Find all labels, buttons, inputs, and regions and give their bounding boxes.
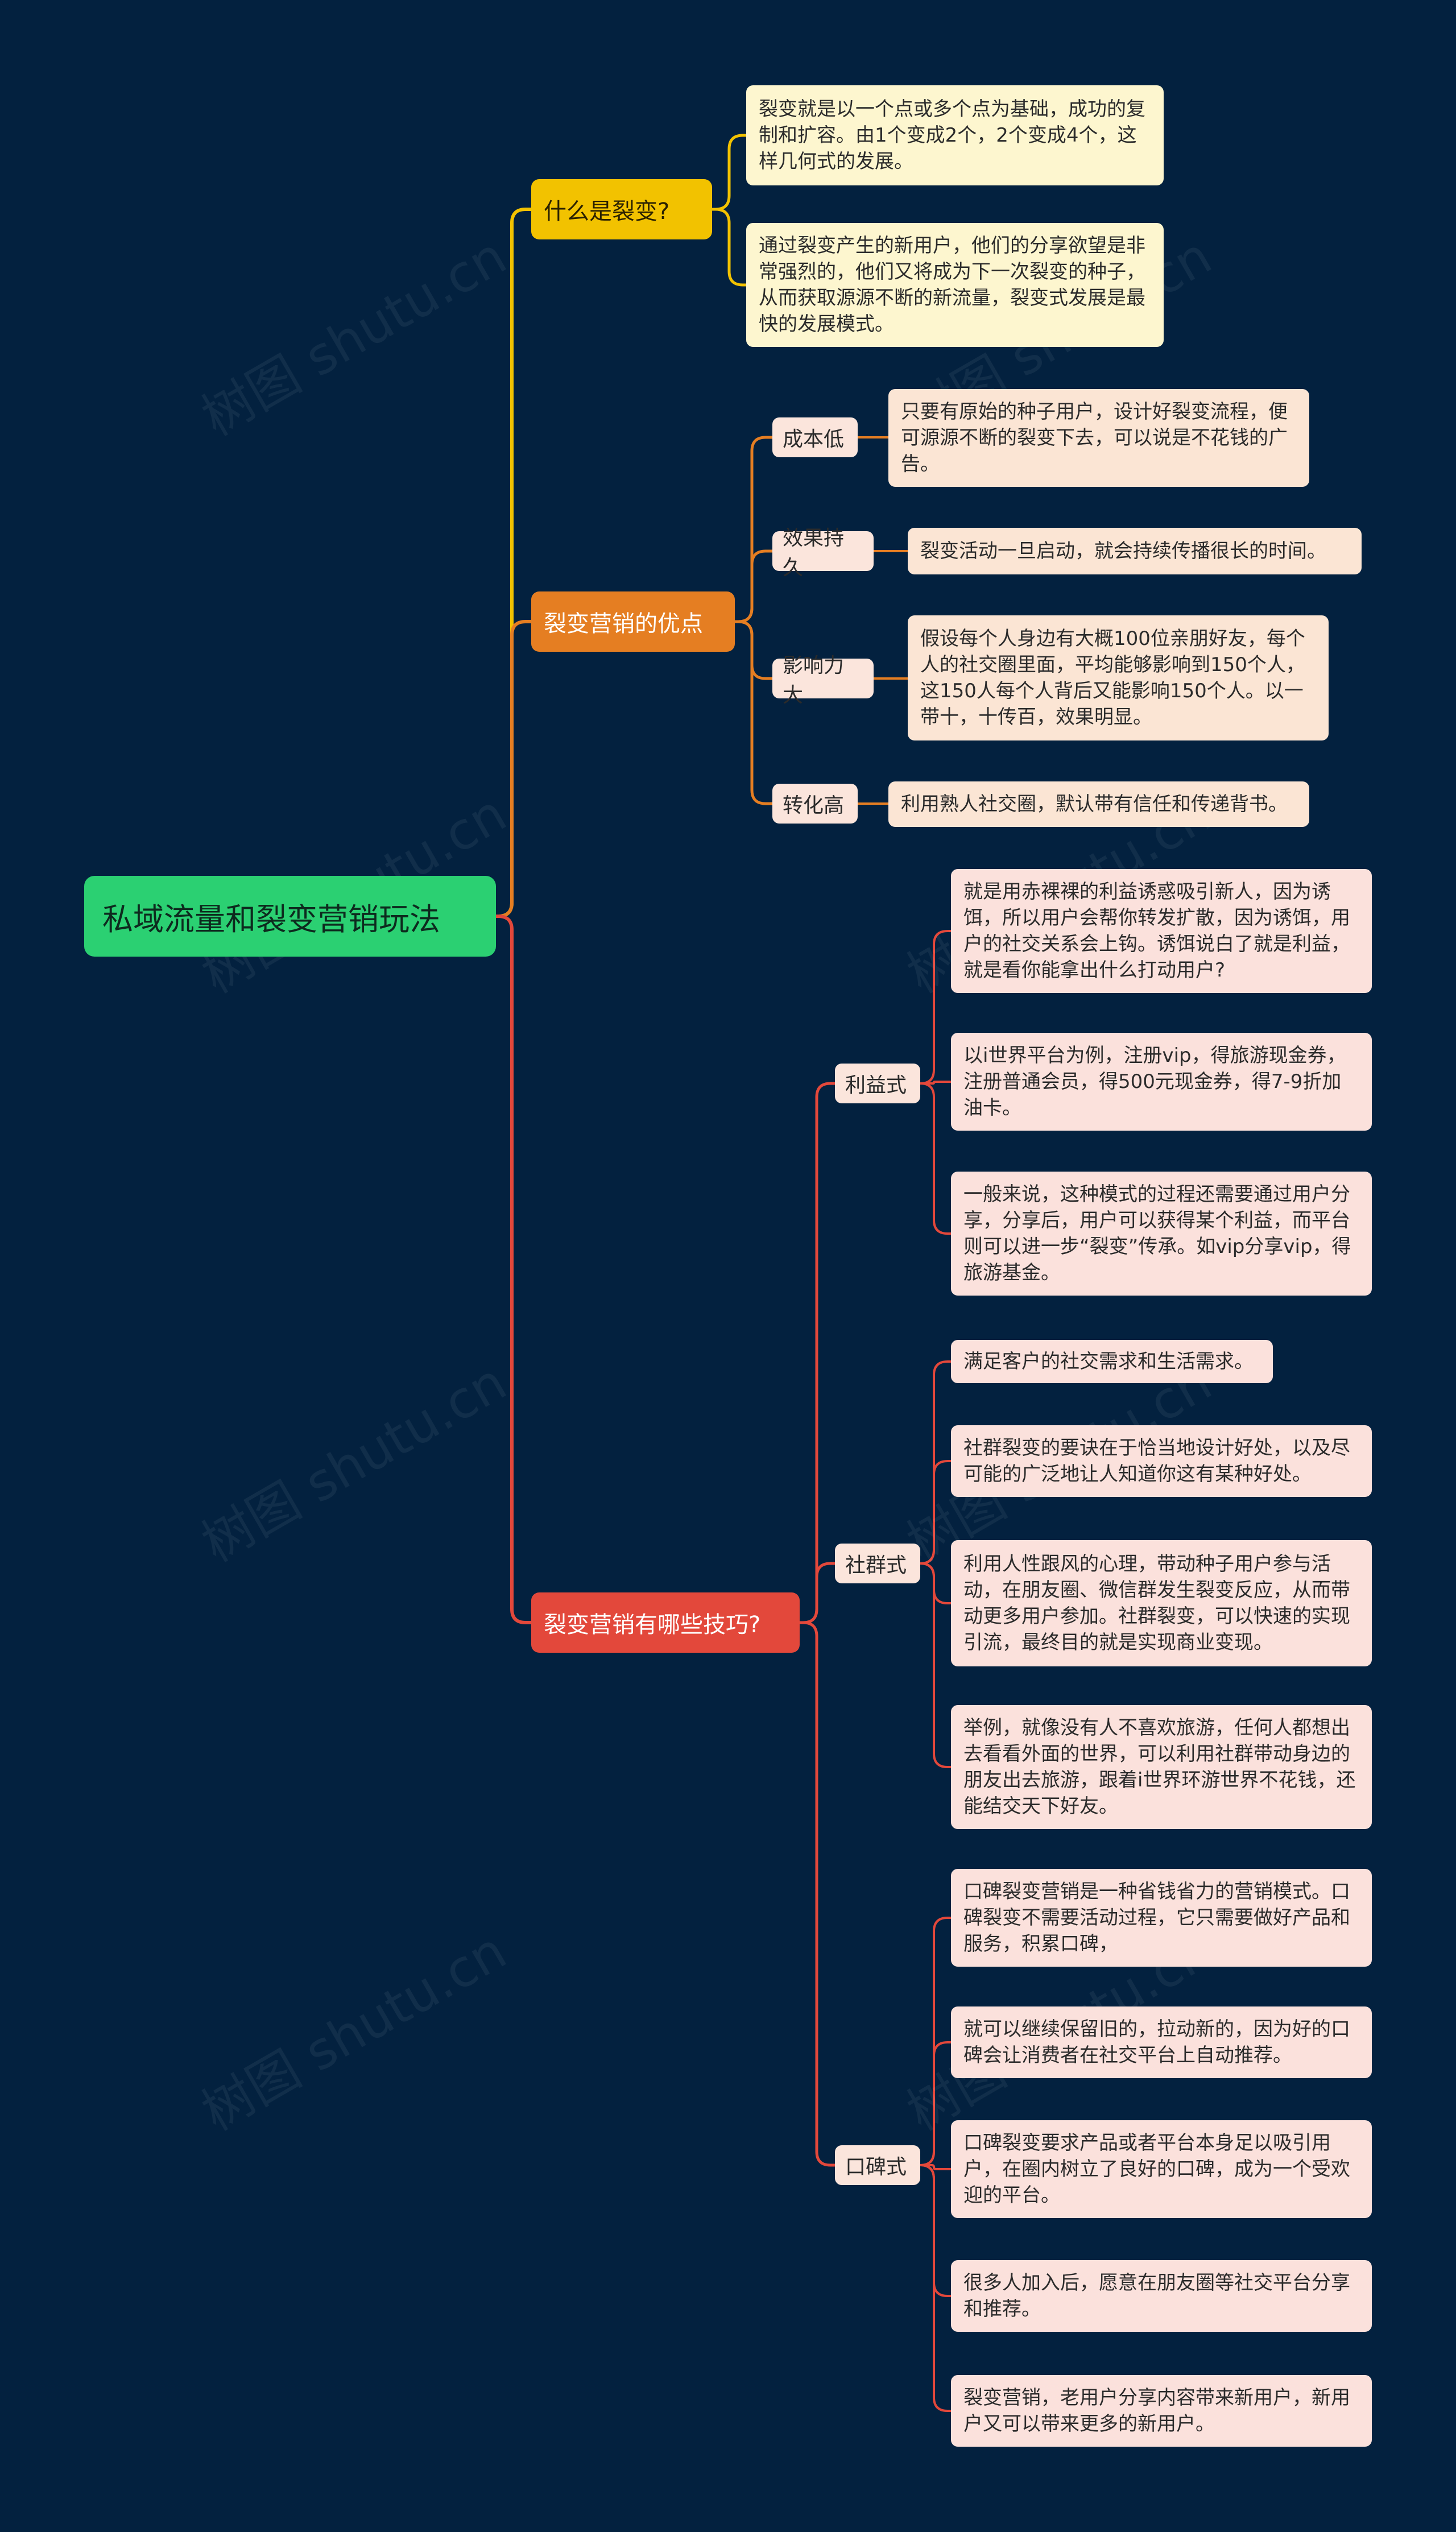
- sub-label: 影响力大: [783, 654, 845, 707]
- branch-what-is-fission[interactable]: 什么是裂变?: [531, 179, 712, 239]
- sub-high-conversion[interactable]: 转化高: [772, 784, 858, 824]
- leaf-note[interactable]: 很多人加入后，愿意在朋友圈等社交平台分享和推荐。: [951, 2260, 1372, 2332]
- leaf-note[interactable]: 口碑裂变营销是一种省钱省力的营销模式。口碑裂变不需要活动过程，它只需要做好产品和…: [951, 1869, 1372, 1967]
- leaf-text: 举例，就像没有人不喜欢旅游，任何人都想出去看看外面的世界，可以利用社群带动身边的…: [963, 1716, 1356, 1818]
- branch-techniques[interactable]: 裂变营销有哪些技巧?: [531, 1592, 800, 1653]
- leaf-text: 裂变营销，老用户分享内容带来新用户，新用户又可以带来更多的新用户。: [963, 2386, 1350, 2435]
- leaf-text: 通过裂变产生的新用户，他们的分享欲望是非常强烈的，他们又将成为下一次裂变的种子，…: [759, 234, 1145, 336]
- leaf-note[interactable]: 假设每个人身边有大概100位亲朋好友，每个人的社交圈里面，平均能够影响到150个…: [908, 615, 1329, 740]
- branch-label: 裂变营销的优点: [544, 611, 703, 637]
- connector-line: [712, 134, 746, 211]
- connector-line: [920, 1562, 951, 1768]
- sub-benefit-style[interactable]: 利益式: [835, 1064, 920, 1103]
- leaf-text: 假设每个人身边有大概100位亲朋好友，每个人的社交圈里面，平均能够影响到150个…: [920, 627, 1305, 729]
- connector-line: [920, 2041, 951, 2166]
- leaf-note[interactable]: 就可以继续保留旧的，拉动新的，因为好的口碑会让消费者在社交平台上自动推荐。: [951, 2006, 1372, 2078]
- leaf-text: 很多人加入后，愿意在朋友圈等社交平台分享和推荐。: [963, 2272, 1350, 2320]
- leaf-text: 一般来说，这种模式的过程还需要通过用户分享，分享后，用户可以获得某个利益，而平台…: [963, 1183, 1351, 1284]
- leaf-note[interactable]: 利用熟人社交圈，默认带有信任和传递背书。: [888, 781, 1309, 827]
- sub-label: 成本低: [783, 428, 845, 451]
- connector-line: [496, 915, 531, 1624]
- leaf-text: 裂变活动一旦启动，就会持续传播很长的时间。: [920, 540, 1326, 562]
- leaf-note[interactable]: 通过裂变产生的新用户，他们的分享欲望是非常强烈的，他们又将成为下一次裂变的种子，…: [746, 223, 1164, 347]
- leaf-text: 满足客户的社交需求和生活需求。: [963, 1350, 1254, 1373]
- connector-line: [920, 2164, 951, 2297]
- leaf-text: 口碑裂变要求产品或者平台本身足以吸引用户，在圈内树立了良好的口碑，成为一个受欢迎…: [963, 2132, 1350, 2207]
- sub-big-influence[interactable]: 影响力大: [772, 654, 874, 707]
- connector-line: [920, 930, 951, 1085]
- leaf-text: 以i世界平台为例，注册vip，得旅游现金券，注册普通会员，得500元现金券，得7…: [963, 1044, 1346, 1119]
- leaf-note[interactable]: 举例，就像没有人不喜欢旅游，任何人都想出去看看外面的世界，可以利用社群带动身边的…: [951, 1705, 1372, 1829]
- sub-label: 转化高: [783, 794, 845, 817]
- leaf-text: 只要有原始的种子用户，设计好裂变流程，便可源源不断的裂变下去，可以说是不花钱的广…: [901, 400, 1288, 475]
- connector-line: [735, 620, 772, 805]
- sub-low-cost[interactable]: 成本低: [772, 417, 858, 457]
- root-topic[interactable]: 私域流量和裂变营销玩法: [84, 876, 496, 957]
- connector-line: [712, 208, 746, 287]
- connector-line: [920, 1081, 951, 1085]
- leaf-text: 利用熟人社交圈，默认带有信任和传递背书。: [901, 793, 1288, 816]
- sub-label: 社群式: [845, 1554, 907, 1577]
- connector-line: [735, 620, 772, 680]
- leaf-note[interactable]: 裂变活动一旦启动，就会持续传播很长的时间。: [908, 528, 1362, 574]
- connector-line: [800, 1621, 835, 2167]
- leaf-note[interactable]: 就是用赤裸裸的利益诱惑吸引新人，因为诱饵，所以用户会帮你转发扩散，因为诱饵，用户…: [951, 869, 1372, 993]
- leaf-text: 就是用赤裸裸的利益诱惑吸引新人，因为诱饵，所以用户会帮你转发扩散，因为诱饵，用户…: [963, 880, 1350, 982]
- leaf-note[interactable]: 以i世界平台为例，注册vip，得旅游现金券，注册普通会员，得500元现金券，得7…: [951, 1033, 1372, 1131]
- leaf-text: 就可以继续保留旧的，拉动新的，因为好的口碑会让消费者在社交平台上自动推荐。: [963, 2018, 1350, 2067]
- connector-line: [920, 2164, 951, 2170]
- sub-label: 利益式: [845, 1074, 907, 1097]
- leaf-note[interactable]: 口碑裂变要求产品或者平台本身足以吸引用户，在圈内树立了良好的口碑，成为一个受欢迎…: [951, 2120, 1372, 2218]
- leaf-text: 利用人性跟风的心理，带动种子用户参与活动，在朋友圈、微信群发生裂变反应，从而带动…: [963, 1553, 1350, 1654]
- connector-line: [496, 620, 531, 918]
- leaf-note[interactable]: 满足客户的社交需求和生活需求。: [951, 1340, 1273, 1383]
- leaf-text: 社群裂变的要诀在于恰当地设计好处，以及尽可能的广泛地让人知道你这有某种好处。: [963, 1437, 1350, 1486]
- connector-line: [920, 1460, 951, 1565]
- connector-line: [735, 549, 772, 623]
- sub-community-style[interactable]: 社群式: [835, 1544, 920, 1583]
- leaf-note[interactable]: 利用人性跟风的心理，带动种子用户参与活动，在朋友圈、微信群发生裂变反应，从而带动…: [951, 1540, 1372, 1666]
- root-topic-label: 私域流量和裂变营销玩法: [102, 901, 440, 937]
- branch-advantages[interactable]: 裂变营销的优点: [531, 591, 735, 652]
- connector-line: [735, 436, 772, 623]
- connector-line: [800, 1082, 835, 1624]
- sub-lasting-effect[interactable]: 效果持久: [772, 527, 874, 580]
- leaf-text: 裂变就是以一个点或多个点为基础，成功的复制和扩容。由1个变成2个，2个变成4个，…: [759, 98, 1145, 173]
- sub-word-of-mouth-style[interactable]: 口碑式: [835, 2145, 920, 2185]
- branch-label: 裂变营销有哪些技巧?: [544, 1612, 761, 1638]
- branch-label: 什么是裂变?: [544, 198, 670, 225]
- sub-label: 效果持久: [783, 527, 845, 580]
- leaf-note[interactable]: 一般来说，这种模式的过程还需要通过用户分享，分享后，用户可以获得某个利益，而平台…: [951, 1172, 1372, 1296]
- connector-line: [920, 1082, 951, 1235]
- leaf-note[interactable]: 社群裂变的要诀在于恰当地设计好处，以及尽可能的广泛地让人知道你这有某种好处。: [951, 1425, 1372, 1497]
- leaf-text: 口碑裂变营销是一种省钱省力的营销模式。口碑裂变不需要活动过程，它只需要做好产品和…: [963, 1880, 1350, 1955]
- connector-line: [920, 2164, 951, 2412]
- connector-line: [800, 1562, 835, 1624]
- leaf-note[interactable]: 只要有原始的种子用户，设计好裂变流程，便可源源不断的裂变下去，可以说是不花钱的广…: [888, 389, 1309, 487]
- sub-label: 口碑式: [845, 2155, 907, 2179]
- leaf-note[interactable]: 裂变营销，老用户分享内容带来新用户，新用户又可以带来更多的新用户。: [951, 2375, 1372, 2447]
- leaf-note[interactable]: 裂变就是以一个点或多个点为基础，成功的复制和扩容。由1个变成2个，2个变成4个，…: [746, 85, 1164, 185]
